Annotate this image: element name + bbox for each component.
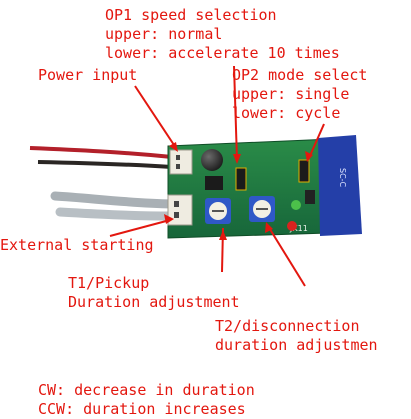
external-start-terminal bbox=[167, 194, 193, 226]
grey-wire-upper bbox=[50, 191, 177, 209]
t1-desc: Duration adjustment bbox=[68, 293, 240, 311]
arrow-heads bbox=[164, 142, 313, 240]
relay bbox=[318, 135, 362, 236]
t2-title: T2/disconnection bbox=[215, 317, 360, 335]
ccw-note: CCW: duration increases bbox=[38, 400, 246, 418]
jumper-op2 bbox=[298, 159, 310, 183]
transistor bbox=[305, 190, 315, 204]
power-terminal bbox=[169, 149, 193, 175]
board-silkscreen: JK11 bbox=[289, 224, 308, 233]
arrow-power bbox=[134, 85, 177, 149]
op1-upper: upper: normal bbox=[105, 25, 223, 43]
external-start-wires bbox=[50, 191, 177, 221]
arrow-op2 bbox=[308, 123, 325, 159]
capacitor bbox=[201, 149, 223, 171]
led-green bbox=[291, 200, 301, 210]
op1-lower: lower: accelerate 10 times bbox=[105, 44, 340, 62]
relay-marking: SC-C bbox=[338, 168, 347, 188]
op2-title: OP2 mode select bbox=[232, 66, 368, 84]
op2-lower: lower: cycle bbox=[232, 104, 341, 122]
t2-desc: duration adjustmen bbox=[215, 336, 378, 354]
t1-potentiometer bbox=[205, 198, 231, 224]
callout-arrows bbox=[109, 65, 325, 287]
grey-wire-lower bbox=[55, 207, 177, 221]
red-wire bbox=[29, 146, 173, 159]
arrow-external bbox=[109, 219, 171, 237]
t2-potentiometer bbox=[249, 196, 275, 222]
arrow-t2 bbox=[267, 225, 306, 287]
op2-upper: upper: single bbox=[232, 85, 350, 103]
power-wires bbox=[29, 146, 173, 169]
jumper-op1 bbox=[235, 167, 247, 191]
arrow-op1 bbox=[233, 65, 238, 161]
relay-board: SC-C JK11 bbox=[167, 135, 362, 239]
cw-note: CW: decrease in duration bbox=[38, 381, 255, 399]
external-starting-label: External starting bbox=[0, 236, 154, 254]
led-red bbox=[287, 221, 297, 231]
op1-title: OP1 speed selection bbox=[105, 6, 277, 24]
chip bbox=[205, 176, 223, 190]
black-wire bbox=[37, 160, 173, 169]
power-input-label: Power input bbox=[38, 66, 138, 84]
t1-title: T1/Pickup bbox=[68, 274, 150, 292]
